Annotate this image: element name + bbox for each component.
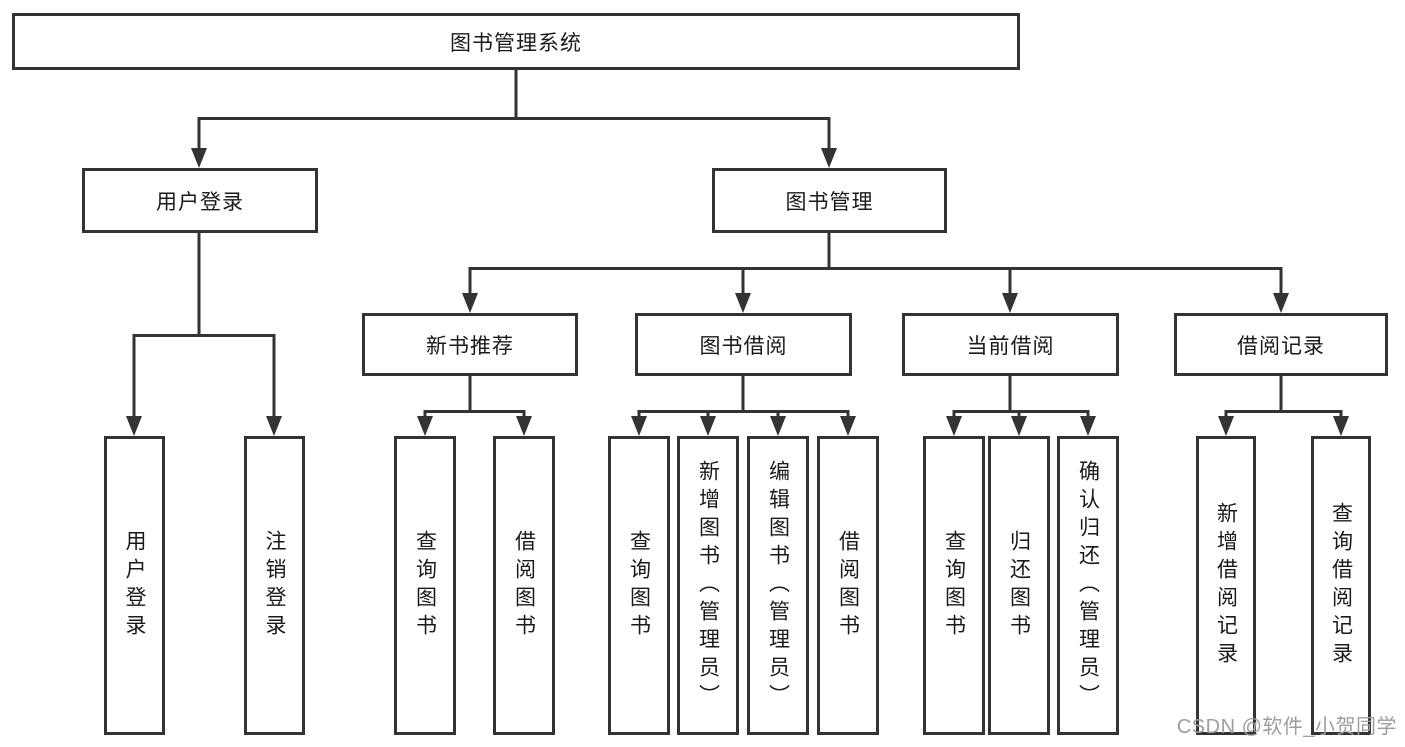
node-user-login: 用户登录 [82, 168, 318, 233]
node-leaf-logout: 注销登录 [244, 436, 305, 735]
node-label: 编辑图书（管理员） [766, 459, 790, 712]
node-root-system: 图书管理系统 [12, 13, 1020, 70]
node-leaf-query-borrow-record: 查询借阅记录 [1311, 436, 1371, 735]
arrowhead-down [821, 148, 837, 168]
arrowhead-down [1333, 416, 1349, 436]
node-leaf-add-borrow-record: 新增借阅记录 [1196, 436, 1256, 735]
arrowhead-down [1002, 293, 1018, 313]
arrowhead-down [462, 293, 478, 313]
connector-borrow-records-children [1218, 376, 1349, 436]
node-label: 用户登录 [123, 529, 146, 642]
arrowhead-down [266, 416, 282, 436]
connector-current-borrow-children [946, 376, 1096, 436]
connector-book-management-children [462, 233, 1289, 313]
node-label: 查询图书 [942, 529, 966, 642]
arrowhead-down [1273, 293, 1289, 313]
node-leaf-borrow-books: 借阅图书 [817, 436, 879, 735]
node-leaf-query-books-current: 查询图书 [923, 436, 985, 735]
node-leaf-user-login: 用户登录 [104, 436, 165, 735]
node-book-management: 图书管理 [712, 168, 947, 233]
node-label: 图书借阅 [699, 334, 788, 358]
connector-book-borrow-children [631, 376, 856, 436]
node-label: 借阅记录 [1237, 334, 1325, 358]
node-label: 查询图书 [413, 529, 437, 642]
node-leaf-confirm-return-admin: 确认归还（管理员） [1057, 436, 1119, 735]
node-label: 新增借阅记录 [1214, 501, 1238, 670]
node-label: 图书管理 [785, 190, 874, 214]
arrowhead-down [417, 416, 433, 436]
arrowhead-down [1080, 416, 1096, 436]
node-label: 归还图书 [1007, 529, 1031, 642]
arrowhead-down [735, 293, 751, 313]
node-label: 新增图书（管理员） [696, 459, 720, 712]
connector-user-login-children [126, 233, 282, 436]
arrowhead-down [516, 416, 532, 436]
arrowhead-down [631, 416, 647, 436]
arrowhead-down [946, 416, 962, 436]
arrowhead-down [840, 416, 856, 436]
connector-new-book-recommend-children [417, 376, 532, 436]
node-leaf-add-book-admin: 新增图书（管理员） [677, 436, 739, 735]
arrowhead-down [1218, 416, 1234, 436]
node-new-book-recommend: 新书推荐 [362, 313, 578, 376]
node-book-borrow: 图书借阅 [635, 313, 852, 376]
node-leaf-query-books-recommend: 查询图书 [394, 436, 456, 735]
node-label: 查询借阅记录 [1329, 501, 1353, 670]
node-label: 新书推荐 [426, 334, 514, 358]
node-leaf-borrow-books-recommend: 借阅图书 [493, 436, 555, 735]
node-label: 查询图书 [627, 529, 651, 642]
node-leaf-return-book: 归还图书 [988, 436, 1050, 735]
node-leaf-edit-book-admin: 编辑图书（管理员） [747, 436, 809, 735]
node-label: 注销登录 [263, 529, 286, 642]
node-label: 借阅图书 [512, 529, 536, 642]
watermark: CSDN @软件_小贺同学 [1176, 716, 1397, 738]
node-label: 图书管理系统 [450, 31, 582, 55]
node-current-borrow: 当前借阅 [902, 313, 1119, 376]
arrowhead-down [700, 416, 716, 436]
arrowhead-down [1011, 416, 1027, 436]
node-borrow-records: 借阅记录 [1174, 313, 1388, 376]
arrowhead-down [770, 416, 786, 436]
node-label: 当前借阅 [966, 334, 1055, 358]
arrowhead-down [126, 416, 142, 436]
node-label: 确认归还（管理员） [1076, 459, 1100, 712]
node-label: 借阅图书 [836, 529, 860, 642]
connector-root-to-level2 [191, 70, 837, 168]
node-leaf-query-books-borrow: 查询图书 [608, 436, 670, 735]
node-label: 用户登录 [156, 190, 244, 214]
arrowhead-down [191, 148, 207, 168]
